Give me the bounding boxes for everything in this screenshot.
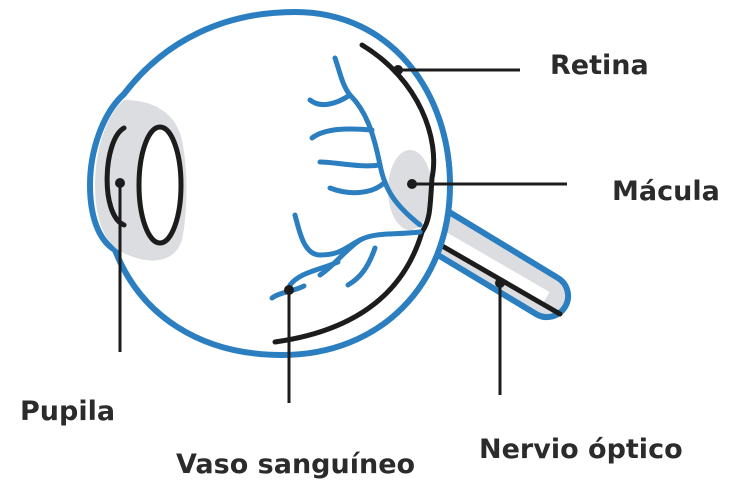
macula-dot [407,179,417,189]
vessel-dot [284,285,294,295]
retina-label: Retina [550,52,649,79]
blood-vessel-label: Vaso sanguíneo [176,451,415,478]
optic-nerve-label: Nervio óptico [479,436,683,463]
macula-label: Mácula [612,178,720,205]
pupil-dot [115,178,125,188]
lens [139,127,181,243]
optic-nerve-dot [495,278,505,288]
retina-dot [393,65,403,75]
pupil-label: Pupila [20,398,115,425]
